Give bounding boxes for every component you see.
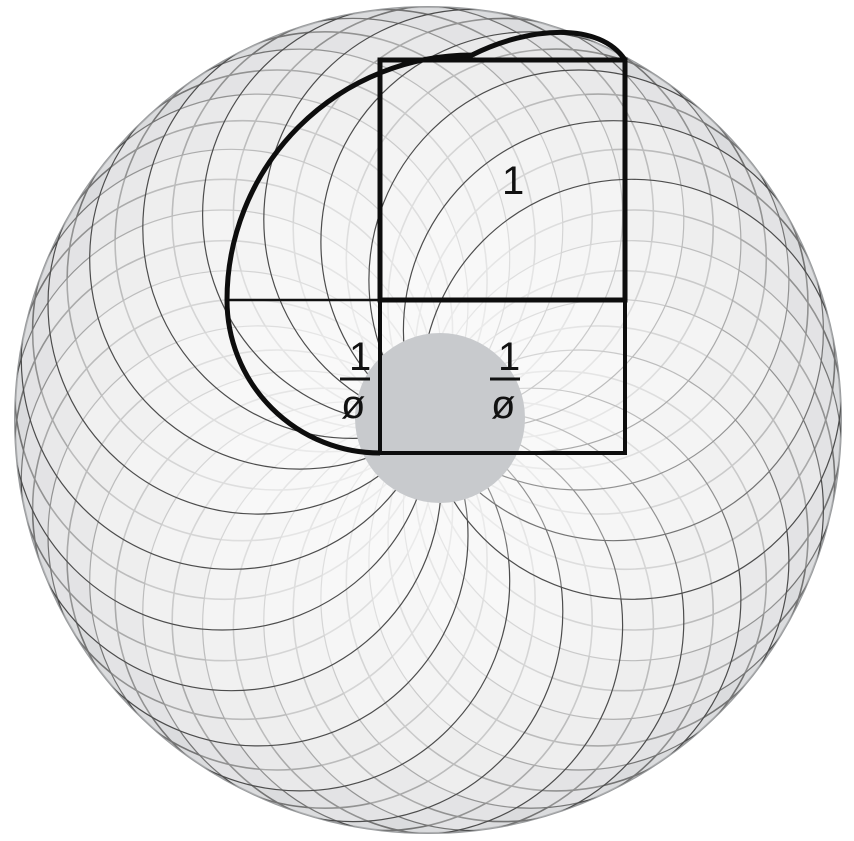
right-fraction-denominator: ø bbox=[491, 383, 515, 427]
left-fraction-denominator: ø bbox=[341, 383, 365, 427]
right-fraction-numerator: 1 bbox=[498, 335, 520, 379]
big-square-label: 1 bbox=[502, 159, 524, 203]
left-fraction-numerator: 1 bbox=[349, 335, 371, 379]
